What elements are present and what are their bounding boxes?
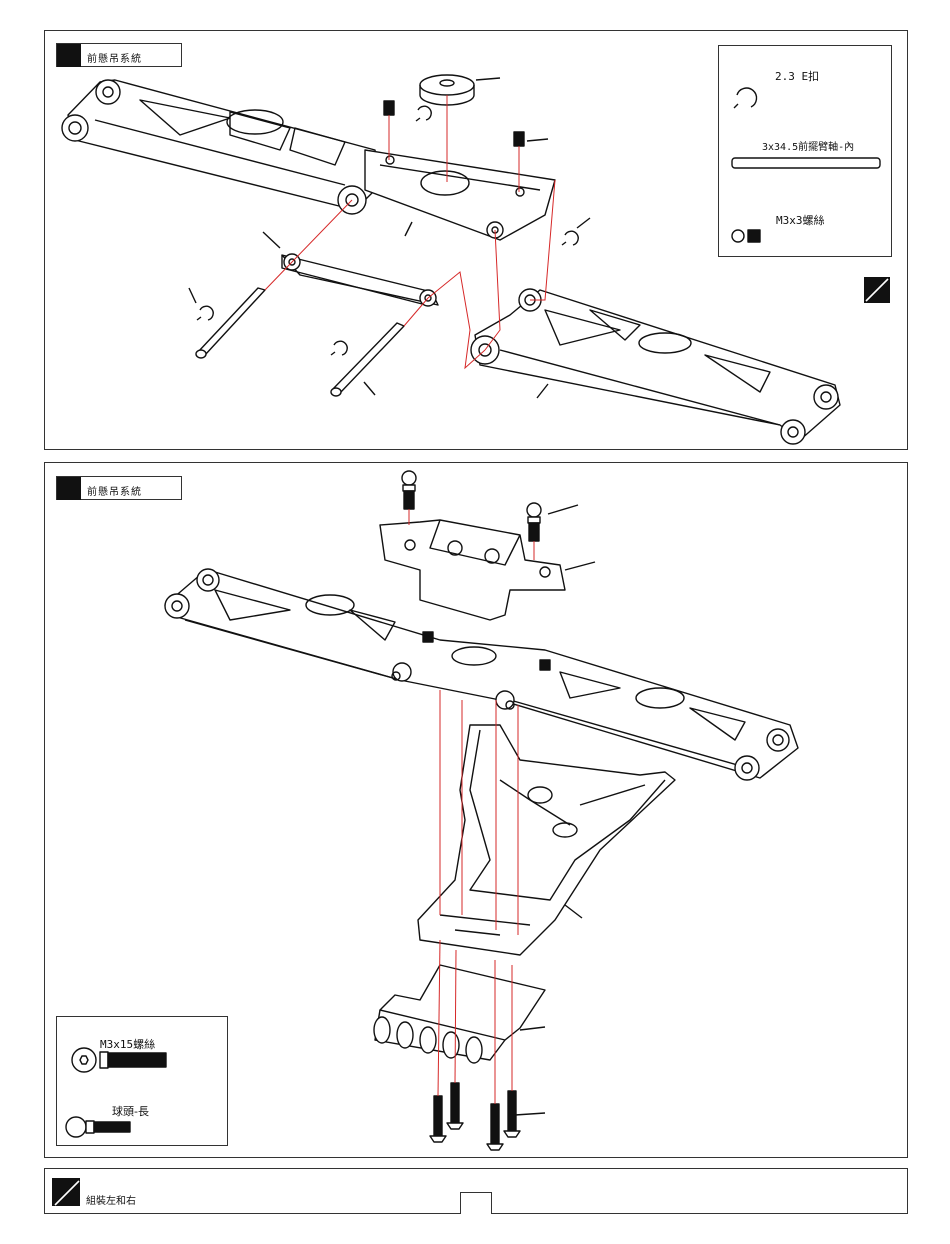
eclip-2: [562, 231, 578, 245]
eclip-1: [416, 106, 431, 121]
ball-stud-2: [527, 503, 541, 541]
eclip-3: [197, 306, 213, 320]
flat-screw-spec-icon: [108, 1053, 166, 1067]
eclip-4: [331, 341, 347, 355]
right-a-arm-upper: [471, 289, 840, 444]
grub-screw-2: [514, 132, 524, 146]
grub-screw-1: [384, 101, 394, 115]
eclip-spec-icon: [734, 88, 757, 108]
flat-screw-head-icon: [72, 1048, 96, 1072]
hinge-pin-2: [331, 323, 404, 396]
bumper-mount: [374, 965, 545, 1063]
ball-stud-1: [402, 471, 416, 509]
grub-spec-icon-b: [748, 230, 760, 242]
shaft-spec-icon: [732, 158, 880, 168]
flat-screws: [430, 1083, 520, 1150]
center-pivot-block: [365, 150, 555, 240]
left-a-arm-upper: [62, 80, 380, 214]
ball-stud-head-icon: [66, 1117, 86, 1137]
grub-spec-icon-a: [732, 230, 744, 242]
ball-stud-spec-icon: [94, 1122, 130, 1132]
hinge-pin-1: [196, 288, 265, 358]
link-plate: [282, 254, 438, 306]
skid-plate: [418, 725, 675, 955]
